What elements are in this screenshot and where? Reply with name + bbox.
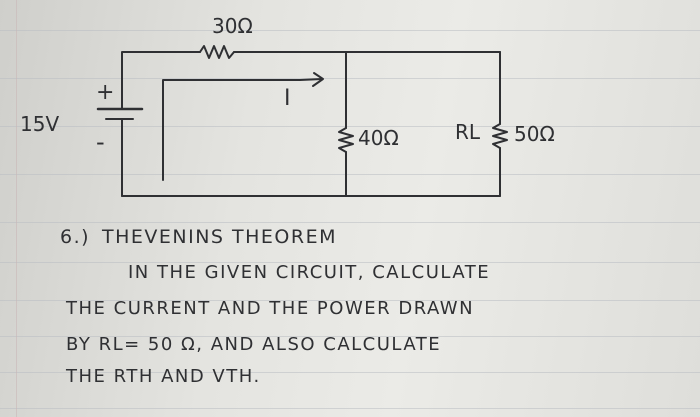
load-name-label: RL — [455, 120, 481, 144]
ruled-line — [0, 174, 700, 175]
series-resistor-label: 30Ω — [212, 14, 253, 38]
load-resistor-label: 50Ω — [514, 122, 555, 146]
plus-sign: + — [96, 80, 115, 105]
current-arrow — [299, 72, 324, 87]
question-line: IN THE GIVEN CIRCUIT, CALCULATE — [128, 262, 491, 283]
question-line: THE CURRENT AND THE POWER DRAWN — [66, 298, 475, 319]
minus-sign: - — [96, 128, 105, 156]
ruled-line — [0, 336, 700, 337]
ruled-line — [0, 372, 700, 373]
ruled-line — [0, 30, 700, 31]
series-resistor-symbol — [199, 45, 235, 59]
load-resistor-symbol — [492, 123, 508, 149]
current-loop — [162, 79, 301, 181]
ruled-line — [0, 300, 700, 301]
ruled-line — [0, 126, 700, 127]
margin-line — [16, 0, 17, 417]
ruled-line — [0, 78, 700, 79]
source-voltage-label: 15V — [20, 112, 60, 136]
ruled-line — [0, 222, 700, 223]
question-heading: THEVENINS THEOREM — [102, 226, 337, 248]
question-line: THE RTH AND VTH. — [66, 366, 261, 387]
current-label: I — [284, 86, 291, 111]
question-line: BY RL= 50 Ω, AND ALSO CALCULATE — [66, 334, 442, 355]
question-number: 6.) — [60, 226, 91, 248]
shunt-resistor-symbol — [338, 127, 354, 153]
top-wire — [121, 51, 201, 61]
ruled-line — [0, 408, 700, 409]
shunt-resistor-label: 40Ω — [358, 126, 399, 150]
ruled-line — [0, 262, 700, 263]
